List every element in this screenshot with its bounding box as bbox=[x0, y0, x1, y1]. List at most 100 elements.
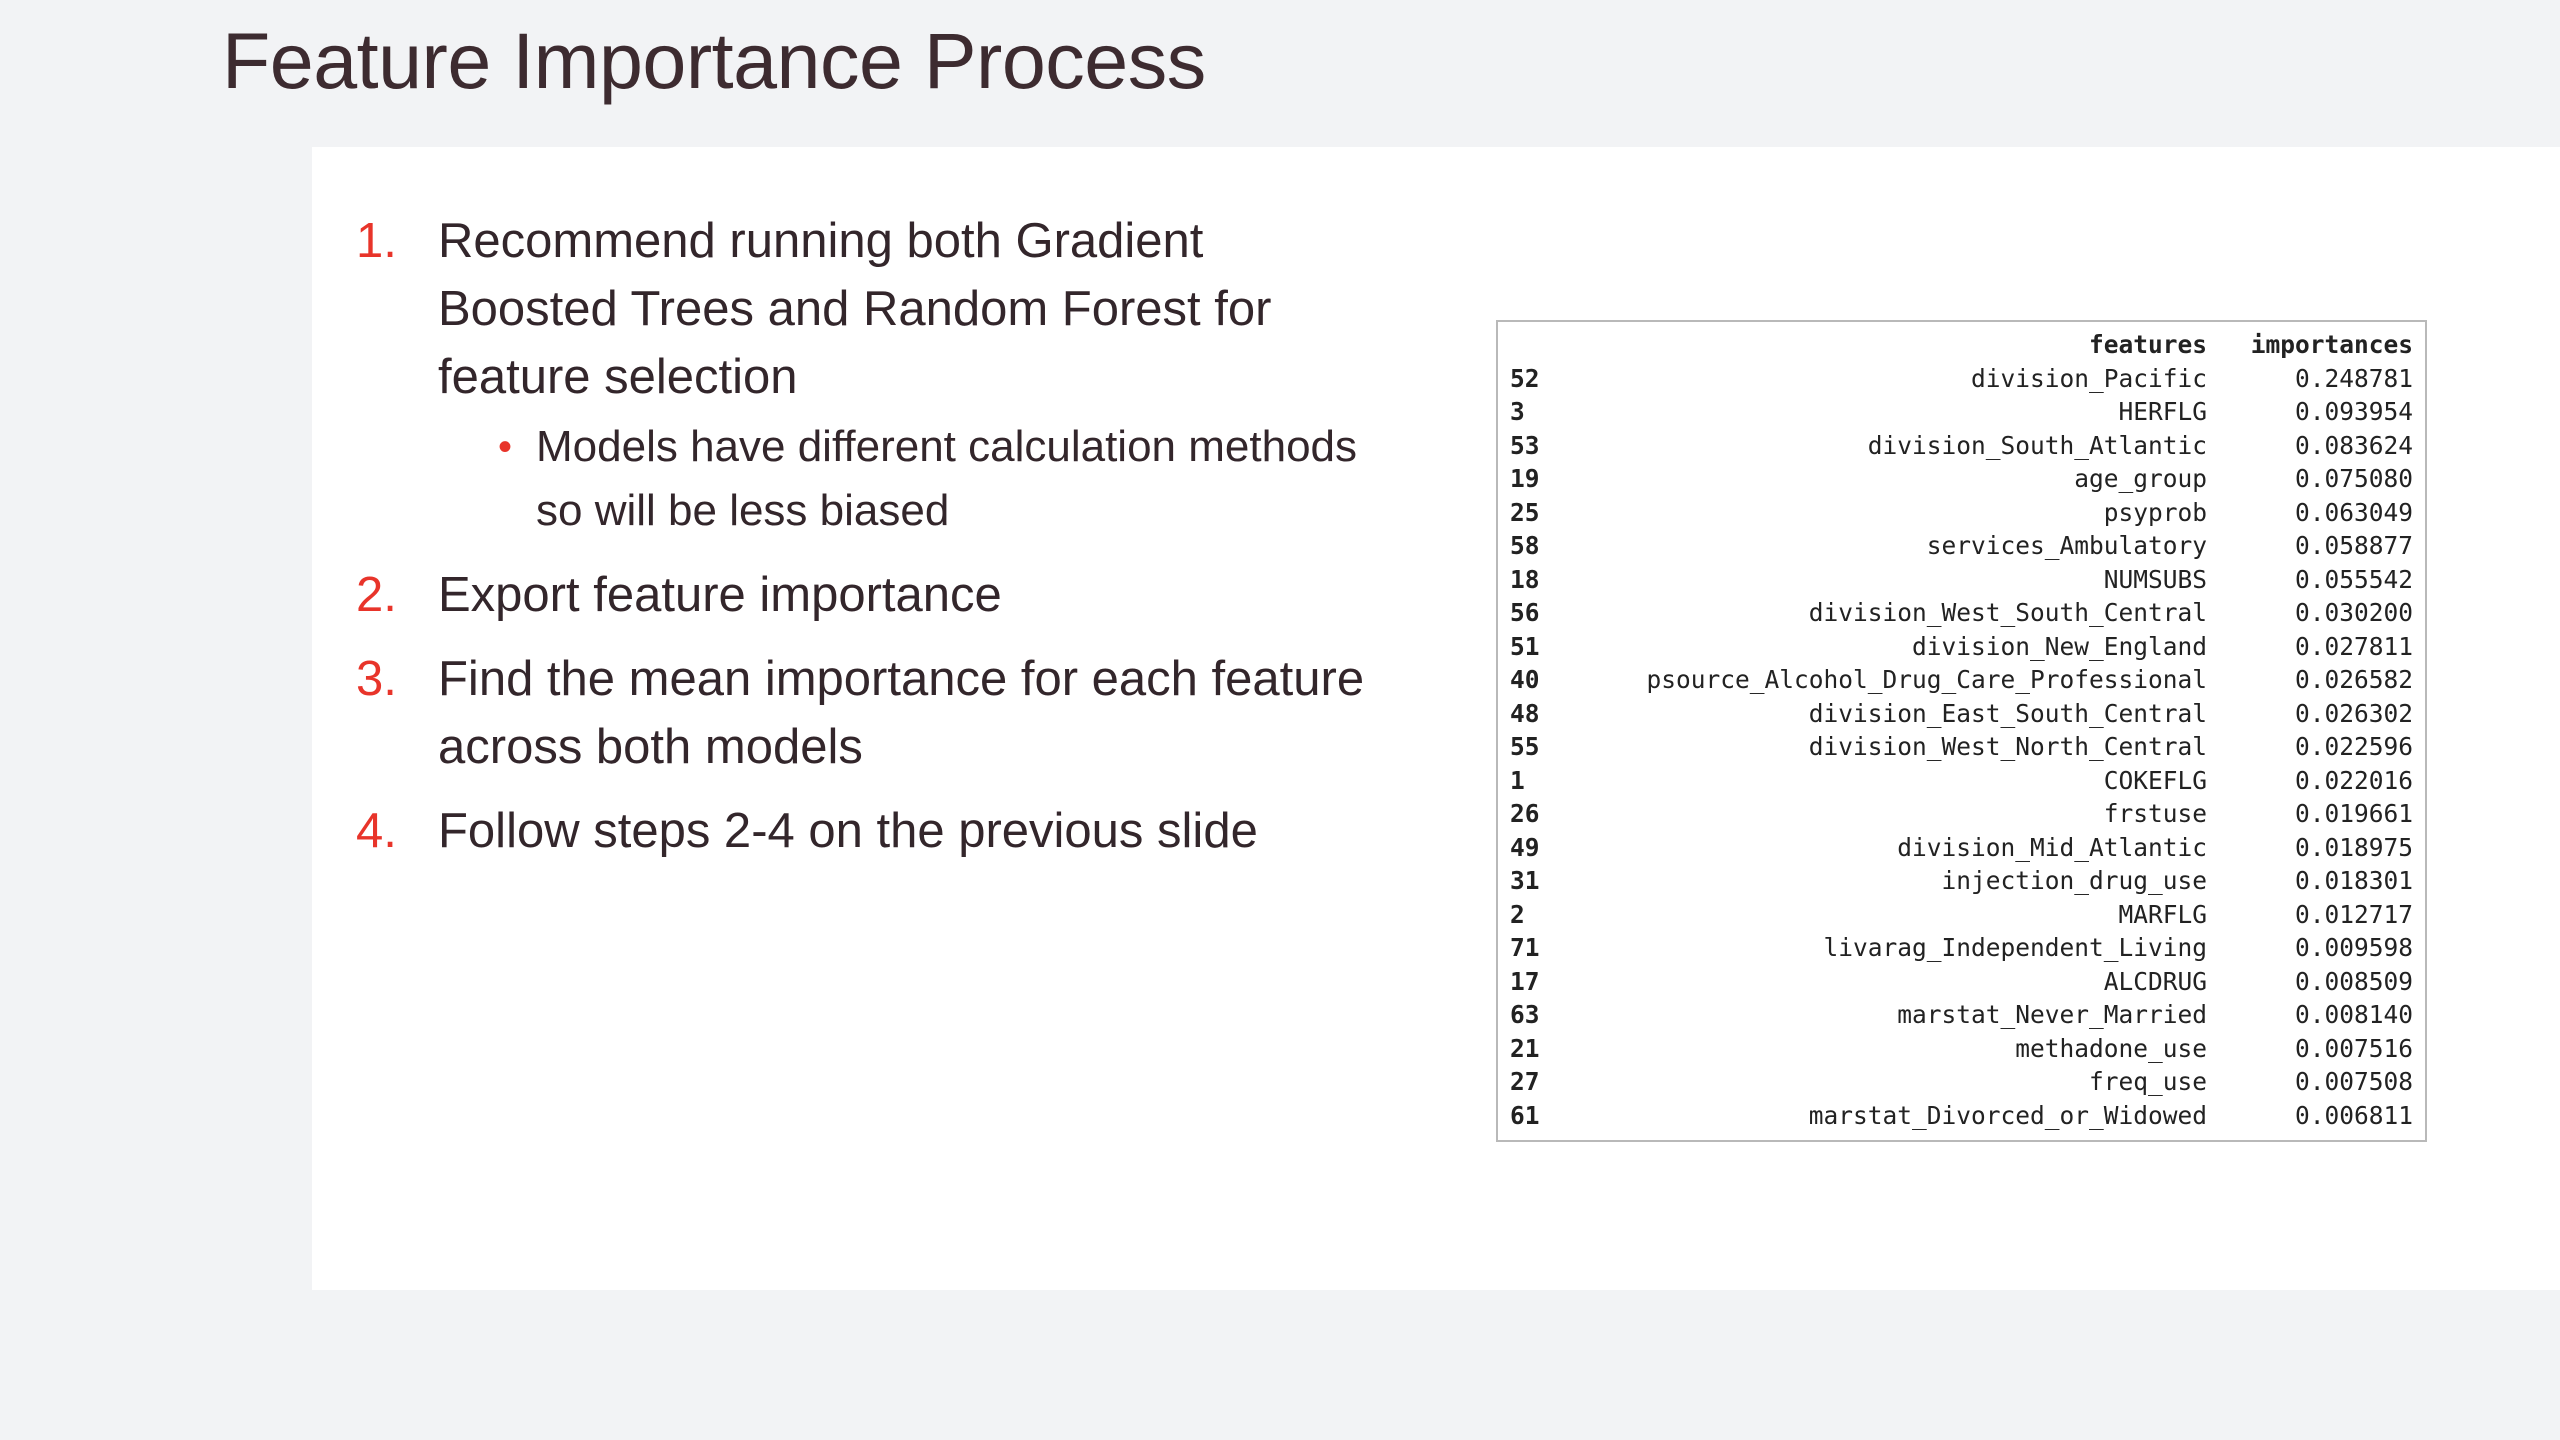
cell-importance: 0.006811 bbox=[2294, 1100, 2413, 1130]
cell-importance: 0.008140 bbox=[2294, 1000, 2413, 1029]
cell-index: 18 bbox=[1510, 564, 1540, 594]
table-row: 71 livarag_Independent_Living 0.009598 bbox=[1510, 931, 2413, 965]
table-row: 56 division_West_South_Central 0.030200 bbox=[1510, 596, 2413, 630]
cell-importance: 0.007508 bbox=[2294, 1067, 2413, 1096]
cell-importance: 0.027811 bbox=[2294, 631, 2413, 661]
table-row: 49 division_Mid_Atlantic 0.018975 bbox=[1510, 831, 2413, 865]
table-row: 25 psyprob 0.063049 bbox=[1510, 496, 2413, 530]
cell-index: 51 bbox=[1510, 631, 1540, 661]
table-row: 19 age_group 0.075080 bbox=[1510, 462, 2413, 496]
cell-feature: psource_Alcohol_Drug_Care_Professional bbox=[1646, 665, 2207, 694]
cell-index: 58 bbox=[1510, 531, 1540, 560]
table-row: 18 NUMSUBS 0.055542 bbox=[1510, 563, 2413, 597]
cell-index: 71 bbox=[1510, 933, 1540, 962]
cell-importance: 0.058877 bbox=[2294, 531, 2413, 560]
cell-importance: 0.055542 bbox=[2294, 564, 2413, 594]
list-item-label: Export feature importance bbox=[438, 568, 1002, 622]
table-body: 52 division_Pacific 0.248781 3 HERFLG 0.… bbox=[1510, 362, 2413, 1133]
cell-index: 31 bbox=[1510, 866, 1540, 895]
cell-index: 56 bbox=[1510, 598, 1540, 627]
list-item-label: Follow steps 2-4 on the previous slide bbox=[438, 804, 1258, 858]
cell-index: 53 bbox=[1510, 430, 1540, 460]
cell-feature: injection_drug_use bbox=[1941, 866, 2207, 895]
cell-index: 48 bbox=[1510, 698, 1540, 728]
table-row: 2 MARFLG 0.012717 bbox=[1510, 898, 2413, 932]
list-item: 2. Export feature importance bbox=[356, 561, 1376, 629]
cell-feature: livarag_Independent_Living bbox=[1823, 933, 2207, 962]
cell-feature: division_East_South_Central bbox=[1808, 698, 2207, 728]
cell-importance: 0.026582 bbox=[2294, 665, 2413, 694]
table-row: 31 injection_drug_use 0.018301 bbox=[1510, 864, 2413, 898]
cell-feature: COKEFLG bbox=[2103, 765, 2207, 795]
cell-feature: division_New_England bbox=[1911, 631, 2207, 661]
cell-feature: services_Ambulatory bbox=[1926, 531, 2207, 560]
cell-feature: division_West_South_Central bbox=[1808, 598, 2207, 627]
cell-index: 17 bbox=[1510, 966, 1540, 996]
list-item-marker: 4. bbox=[356, 804, 397, 858]
table-row: 61 marstat_Divorced_or_Widowed 0.006811 bbox=[1510, 1099, 2413, 1133]
sub-list-item-label: Models have different calculation method… bbox=[536, 422, 1358, 535]
cell-feature: division_West_North_Central bbox=[1808, 732, 2207, 761]
cell-importance: 0.093954 bbox=[2294, 397, 2413, 426]
cell-feature: HERFLG bbox=[2118, 397, 2207, 426]
cell-index: 52 bbox=[1510, 363, 1540, 393]
cell-importance: 0.030200 bbox=[2294, 598, 2413, 627]
cell-index: 2 bbox=[1510, 899, 1525, 929]
table-row: 63 marstat_Never_Married 0.008140 bbox=[1510, 998, 2413, 1032]
cell-importance: 0.022596 bbox=[2294, 732, 2413, 761]
cell-index: 27 bbox=[1510, 1067, 1540, 1096]
cell-importance: 0.083624 bbox=[2294, 430, 2413, 460]
cell-importance: 0.075080 bbox=[2294, 464, 2413, 493]
list-item-marker: 2. bbox=[356, 568, 397, 622]
list-item-marker: 3. bbox=[356, 652, 397, 706]
list-item-marker: 1. bbox=[356, 214, 397, 268]
table-header-row: features importances bbox=[1510, 328, 2413, 362]
cell-importance: 0.063049 bbox=[2294, 497, 2413, 527]
bullet-list: 1. Recommend running both Gradient Boost… bbox=[356, 207, 1376, 881]
bullet-dot-icon: • bbox=[498, 425, 513, 469]
table-row: 53 division_South_Atlantic 0.083624 bbox=[1510, 429, 2413, 463]
table-row: 3 HERFLG 0.093954 bbox=[1510, 395, 2413, 429]
cell-index: 61 bbox=[1510, 1100, 1540, 1130]
table-row: 58 services_Ambulatory 0.058877 bbox=[1510, 529, 2413, 563]
cell-index: 26 bbox=[1510, 799, 1540, 828]
cell-index: 25 bbox=[1510, 497, 1540, 527]
feature-importance-table-image: features importances 52 division_Pacific… bbox=[1496, 320, 2427, 1142]
column-header-importances: importances bbox=[2250, 330, 2413, 359]
cell-feature: marstat_Divorced_or_Widowed bbox=[1808, 1100, 2207, 1130]
cell-feature: MARFLG bbox=[2118, 899, 2207, 929]
cell-feature: age_group bbox=[2074, 464, 2207, 493]
cell-feature: ALCDRUG bbox=[2103, 966, 2207, 996]
page-title: Feature Importance Process bbox=[222, 16, 1206, 105]
cell-feature: frstuse bbox=[2103, 799, 2207, 828]
cell-feature: freq_use bbox=[2088, 1067, 2207, 1096]
sub-bullet-list: • Models have different calculation meth… bbox=[356, 415, 1376, 543]
cell-index: 21 bbox=[1510, 1033, 1540, 1063]
table-row: 21 methadone_use 0.007516 bbox=[1510, 1032, 2413, 1066]
list-item-label: Find the mean importance for each featur… bbox=[438, 652, 1365, 774]
cell-index: 1 bbox=[1510, 765, 1525, 795]
cell-feature: methadone_use bbox=[2015, 1033, 2207, 1063]
table-row: 55 division_West_North_Central 0.022596 bbox=[1510, 730, 2413, 764]
list-item: 1. Recommend running both Gradient Boost… bbox=[356, 207, 1376, 411]
cell-importance: 0.009598 bbox=[2294, 933, 2413, 962]
cell-importance: 0.248781 bbox=[2294, 363, 2413, 393]
table-row: 1 COKEFLG 0.022016 bbox=[1510, 764, 2413, 798]
column-header-features: features bbox=[2088, 330, 2207, 359]
cell-importance: 0.022016 bbox=[2294, 765, 2413, 795]
cell-index: 19 bbox=[1510, 464, 1540, 493]
cell-index: 63 bbox=[1510, 1000, 1540, 1029]
table-row: 52 division_Pacific 0.248781 bbox=[1510, 362, 2413, 396]
cell-importance: 0.012717 bbox=[2294, 899, 2413, 929]
table-row: 51 division_New_England 0.027811 bbox=[1510, 630, 2413, 664]
cell-feature: division_Mid_Atlantic bbox=[1897, 832, 2207, 862]
cell-feature: marstat_Never_Married bbox=[1897, 1000, 2207, 1029]
table-header: features importances bbox=[1510, 328, 2413, 362]
cell-index: 3 bbox=[1510, 397, 1525, 426]
table-row: 17 ALCDRUG 0.008509 bbox=[1510, 965, 2413, 999]
cell-importance: 0.019661 bbox=[2294, 799, 2413, 828]
cell-feature: division_South_Atlantic bbox=[1867, 430, 2207, 460]
feature-importance-table: features importances 52 division_Pacific… bbox=[1510, 328, 2413, 1132]
table-row: 40 psource_Alcohol_Drug_Care_Professiona… bbox=[1510, 663, 2413, 697]
